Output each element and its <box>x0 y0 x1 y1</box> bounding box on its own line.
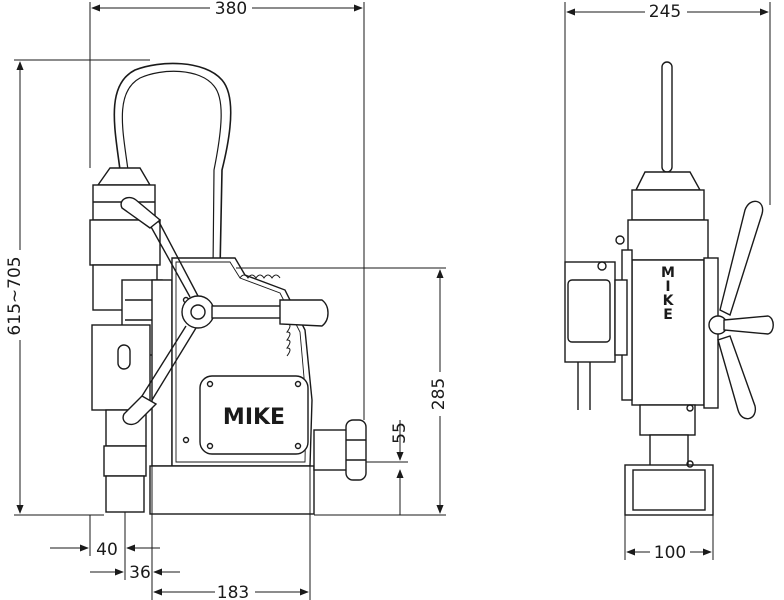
dim-40: 40 <box>96 540 118 560</box>
svg-text:K: K <box>663 293 675 309</box>
dim-183: 183 <box>217 583 249 600</box>
capstan-handle-down <box>122 325 197 426</box>
capstan-handle-right <box>211 299 329 327</box>
name-plate <box>199 375 309 455</box>
dim-615-705: 615~705 <box>5 256 25 335</box>
front-motor-cap <box>634 171 702 191</box>
dim-245: 245 <box>649 2 681 22</box>
front-motor-body <box>627 219 709 261</box>
svg-text:M: M <box>661 265 675 281</box>
front-magnetic-base <box>624 464 714 516</box>
power-cable <box>113 62 232 271</box>
dim-55: 55 <box>390 422 410 444</box>
dim-285: 285 <box>429 378 449 410</box>
arbor <box>103 445 147 477</box>
magnetic-base <box>149 465 315 515</box>
side-logo-text: MIKE <box>223 405 285 430</box>
front-handle-right <box>723 315 774 335</box>
svg-text:I: I <box>665 279 670 295</box>
front-logo: M I K E <box>661 265 675 323</box>
motor-top-cap <box>96 167 152 186</box>
front-handle-up <box>719 200 764 316</box>
dim-100: 100 <box>654 543 686 563</box>
front-main-body <box>631 259 705 406</box>
capstan-handle-up <box>120 196 199 298</box>
front-view <box>564 61 774 516</box>
dimension-lines <box>14 2 771 600</box>
front-gearbox <box>564 261 616 363</box>
front-handle-down <box>717 335 756 420</box>
base-switch-knob <box>345 419 367 481</box>
dim-380: 380 <box>215 0 247 19</box>
capstan-hub <box>181 295 215 329</box>
dim-36: 36 <box>129 563 151 583</box>
side-view <box>89 62 367 515</box>
svg-text:E: E <box>663 307 673 323</box>
feed-rod <box>661 61 673 173</box>
